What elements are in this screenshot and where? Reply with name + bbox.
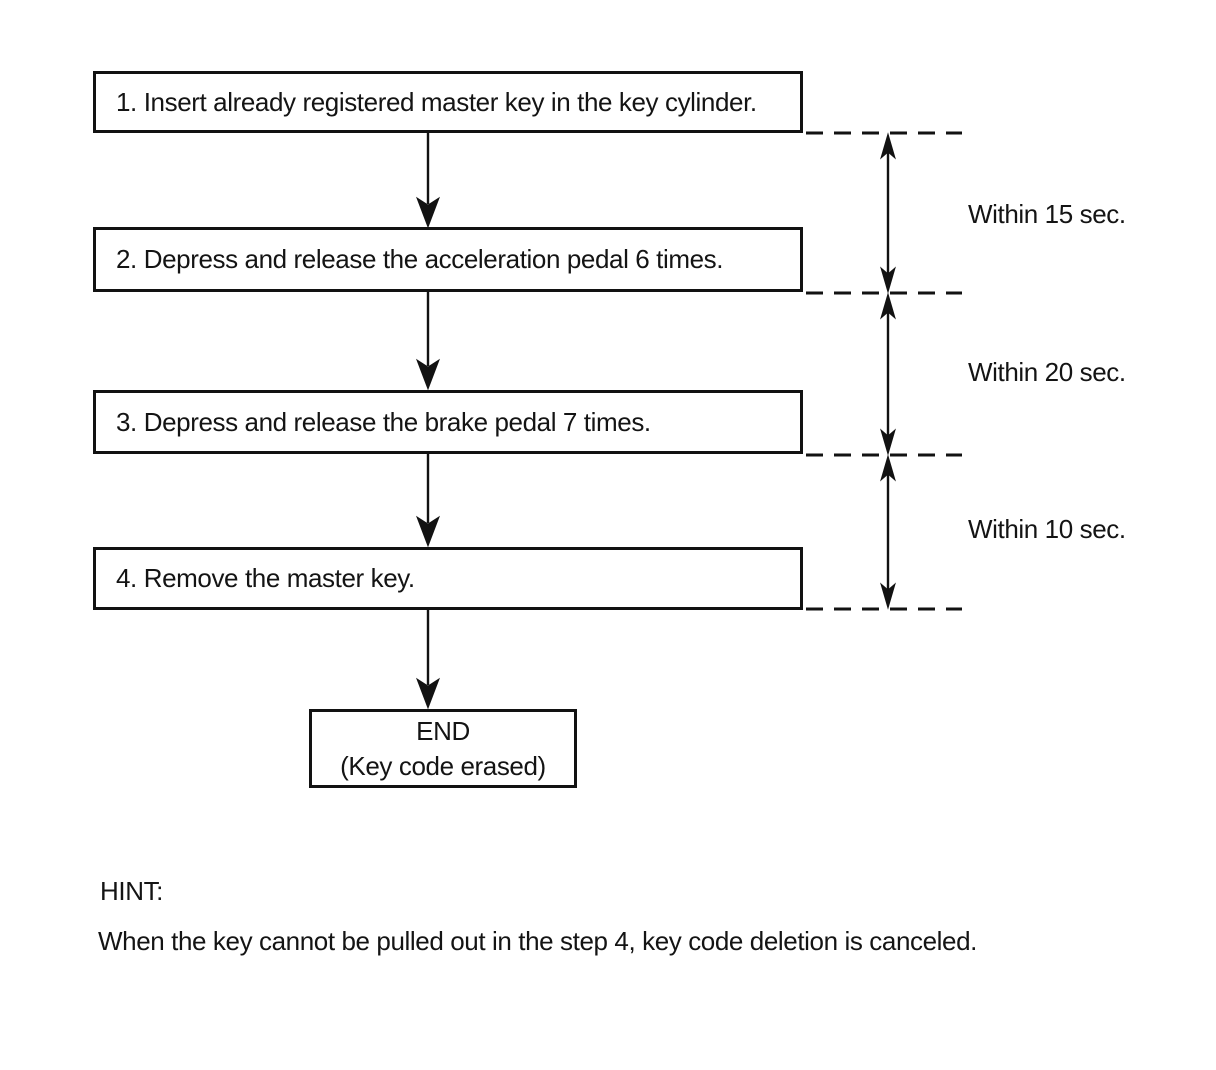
end-title: END — [416, 715, 470, 746]
dimension-arrow-20sec — [880, 292, 896, 456]
step-label-3: 3. Depress and release the brake pedal 7… — [116, 406, 651, 437]
end-subtitle: (Key code erased) — [340, 750, 546, 781]
hint-heading: HINT: — [100, 876, 164, 906]
flow-arrow-1 — [415, 133, 441, 229]
step-box-4: 4. Remove the master key. — [93, 547, 803, 610]
flow-arrow-3 — [415, 454, 441, 548]
flow-arrow-2 — [415, 292, 441, 391]
step-label-2: 2. Depress and release the acceleration … — [116, 244, 724, 274]
step-box-1: 1. Insert already registered master key … — [93, 71, 803, 133]
end-box: END (Key code erased) — [309, 709, 577, 788]
step-label-1: 1. Insert already registered master key … — [116, 86, 757, 117]
timing-label-15sec: Within 15 sec. — [968, 199, 1126, 229]
step-label-4: 4. Remove the master key. — [116, 563, 415, 593]
step-box-3: 3. Depress and release the brake pedal 7… — [93, 390, 803, 454]
timing-label-20sec: Within 20 sec. — [968, 357, 1126, 387]
step-box-2: 2. Depress and release the acceleration … — [93, 227, 803, 292]
timing-label-10sec: Within 10 sec. — [968, 514, 1126, 544]
hint-body: When the key cannot be pulled out in the… — [98, 926, 977, 956]
dimension-arrow-15sec — [880, 132, 896, 294]
dimension-arrow-10sec — [880, 454, 896, 610]
flow-arrow-4 — [415, 610, 441, 710]
